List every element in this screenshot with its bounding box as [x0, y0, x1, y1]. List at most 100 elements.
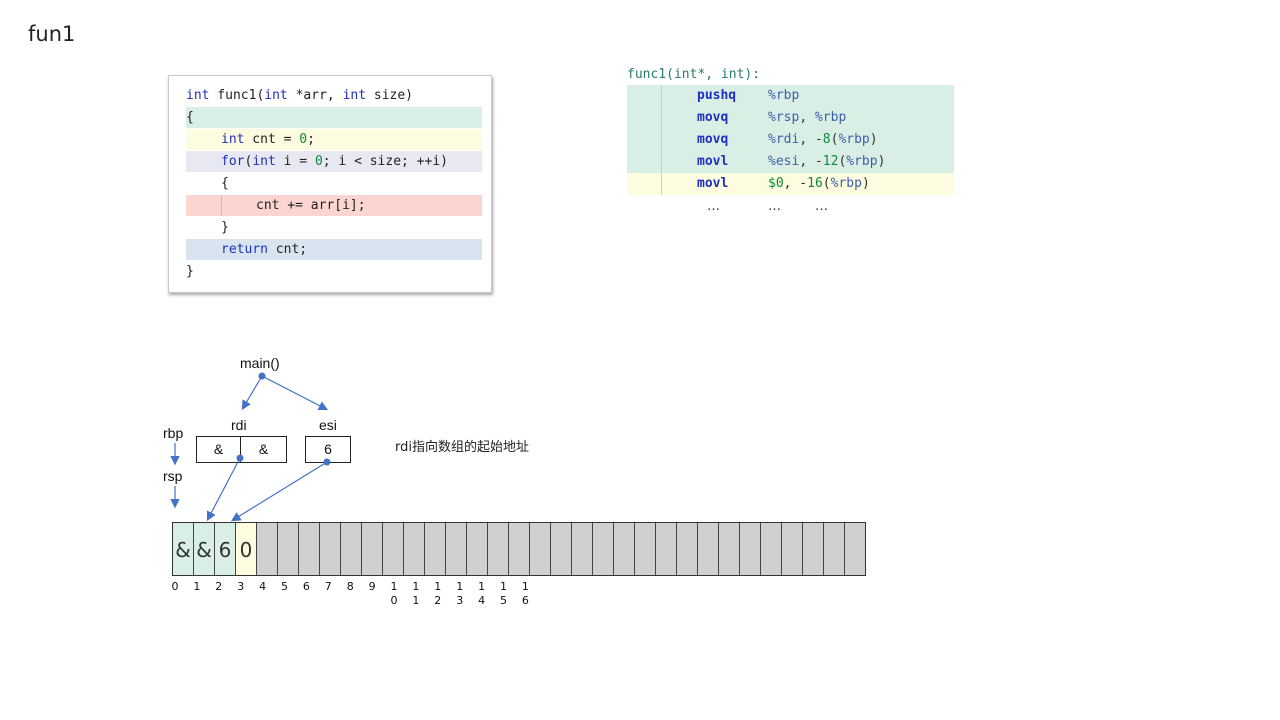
- memory-cell: [446, 523, 467, 575]
- rbp-label: rbp: [163, 425, 184, 441]
- code-keyword: int: [342, 88, 367, 103]
- code-keyword: int: [252, 154, 276, 169]
- memory-cell: [740, 523, 761, 575]
- rdi-note: rdi指向数组的起始地址: [395, 440, 529, 455]
- rdi-to-memory-arrow: [206, 457, 241, 522]
- code-text: cnt;: [267, 242, 308, 257]
- main-dot: [258, 372, 266, 380]
- asm-instruction-row: movl$0, -16(%rbp): [627, 173, 954, 195]
- code-line: for(int i = 0; i < size; ++i): [186, 151, 482, 172]
- code-number: 0: [299, 132, 308, 147]
- memory-cell: [278, 523, 299, 575]
- memory-cell: [698, 523, 719, 575]
- memory-cell: [383, 523, 404, 575]
- code-line: int func1(int *arr, int size): [186, 85, 482, 106]
- memory-index-label: 1 4: [478, 580, 486, 607]
- asm-operand-part: 8: [822, 132, 831, 147]
- memory-cell: [404, 523, 425, 575]
- asm-operand-part: , -: [783, 176, 808, 191]
- memory-index-label: 3: [237, 580, 245, 593]
- memory-cell: [572, 523, 593, 575]
- memory-cell: [782, 523, 803, 575]
- code-text: (: [244, 154, 253, 169]
- code-text: func1(: [209, 88, 265, 103]
- memory-cell: [593, 523, 614, 575]
- code-keyword: int: [186, 88, 210, 103]
- code-text: i =: [275, 154, 315, 169]
- memory-cell: [677, 523, 698, 575]
- code-line: }: [186, 217, 482, 238]
- code-text: }: [221, 220, 229, 235]
- code-text: ; i < size; ++i): [322, 154, 448, 169]
- memory-index-label: 0: [171, 580, 179, 593]
- asm-operand-part: 12: [822, 154, 839, 169]
- memory-cell: [362, 523, 383, 575]
- code-text: *arr,: [287, 88, 343, 103]
- asm-opcode: movq: [697, 132, 729, 147]
- code-text: cnt =: [244, 132, 300, 147]
- memory-cell: [299, 523, 320, 575]
- code-line: int cnt = 0;: [186, 129, 482, 150]
- asm-operand-part: (: [838, 154, 847, 169]
- asm-operand-part: , -: [799, 132, 823, 147]
- memory-index-label: 5: [281, 580, 288, 593]
- code-line: return cnt;: [186, 239, 482, 260]
- memory-cell: [719, 523, 740, 575]
- asm-operand-part: 16: [807, 176, 823, 191]
- memory-index-label: 1 3: [456, 580, 464, 607]
- asm-operands: %esi, -12(%rbp): [768, 151, 885, 173]
- asm-opcode: movl: [697, 176, 729, 191]
- memory-index-label: 6: [302, 580, 310, 593]
- memory-cell: [320, 523, 341, 575]
- memory-cell: [551, 523, 572, 575]
- memory-cell: [341, 523, 362, 575]
- rdi-register-left-cell: &: [196, 436, 241, 463]
- rdi-register-right-cell: &: [240, 436, 287, 463]
- memory-cell: 6: [215, 523, 236, 575]
- memory-cell: 0: [236, 523, 257, 575]
- asm-opcode: movl: [697, 154, 729, 169]
- memory-cell: [530, 523, 551, 575]
- asm-operand-part: %rbp: [768, 88, 800, 103]
- memory-cell: [656, 523, 677, 575]
- asm-operand-part: ): [869, 132, 878, 147]
- asm-operand-part: %rsp: [768, 110, 800, 125]
- memory-index-label: 7: [324, 580, 332, 593]
- memory-cell: [488, 523, 509, 575]
- code-keyword: int: [264, 88, 288, 103]
- asm-operand-part: (: [830, 132, 839, 147]
- asm-operand-part: $0: [768, 176, 784, 191]
- asm-instruction-row: pushq %rbp: [627, 85, 954, 107]
- asm-operand-part: %rbp: [814, 110, 847, 125]
- main-to-esi-arrow: [261, 375, 329, 411]
- code-text: }: [186, 264, 194, 279]
- code-text: ;: [307, 132, 315, 147]
- code-keyword: for: [221, 154, 245, 169]
- memory-cell: [635, 523, 656, 575]
- asm-function-header: func1(int*, int):: [627, 67, 761, 82]
- asm-operand-part: , -: [799, 154, 823, 169]
- asm-operand-part: ,: [799, 110, 815, 125]
- memory-index-label: 1 1: [412, 580, 420, 607]
- asm-operand-part: ): [861, 176, 870, 191]
- slide-title: fun1: [28, 22, 76, 46]
- asm-opcode: pushq: [697, 88, 737, 103]
- asm-operands: %rsp, %rbp: [768, 107, 846, 129]
- asm-opcode: movq: [697, 110, 729, 125]
- asm-operand-part: (: [822, 176, 831, 191]
- memory-cell: [845, 523, 866, 575]
- memory-cell: [425, 523, 446, 575]
- asm-operand-part: %rbp: [846, 154, 878, 169]
- esi-register-cell: 6: [305, 436, 351, 463]
- memory-index-label: 8: [346, 580, 354, 593]
- memory-index-label: 1 0: [390, 580, 398, 607]
- esi-label: esi: [319, 417, 337, 433]
- asm-operands: %rbp: [768, 85, 799, 107]
- rdi-label: rdi: [231, 417, 247, 433]
- memory-index-label: 1 2: [434, 580, 442, 607]
- code-line: {: [186, 107, 482, 128]
- memory-cell: &: [194, 523, 215, 575]
- code-text: {: [221, 176, 229, 191]
- c-code-panel: int func1(int *arr, int size){int cnt = …: [168, 75, 492, 293]
